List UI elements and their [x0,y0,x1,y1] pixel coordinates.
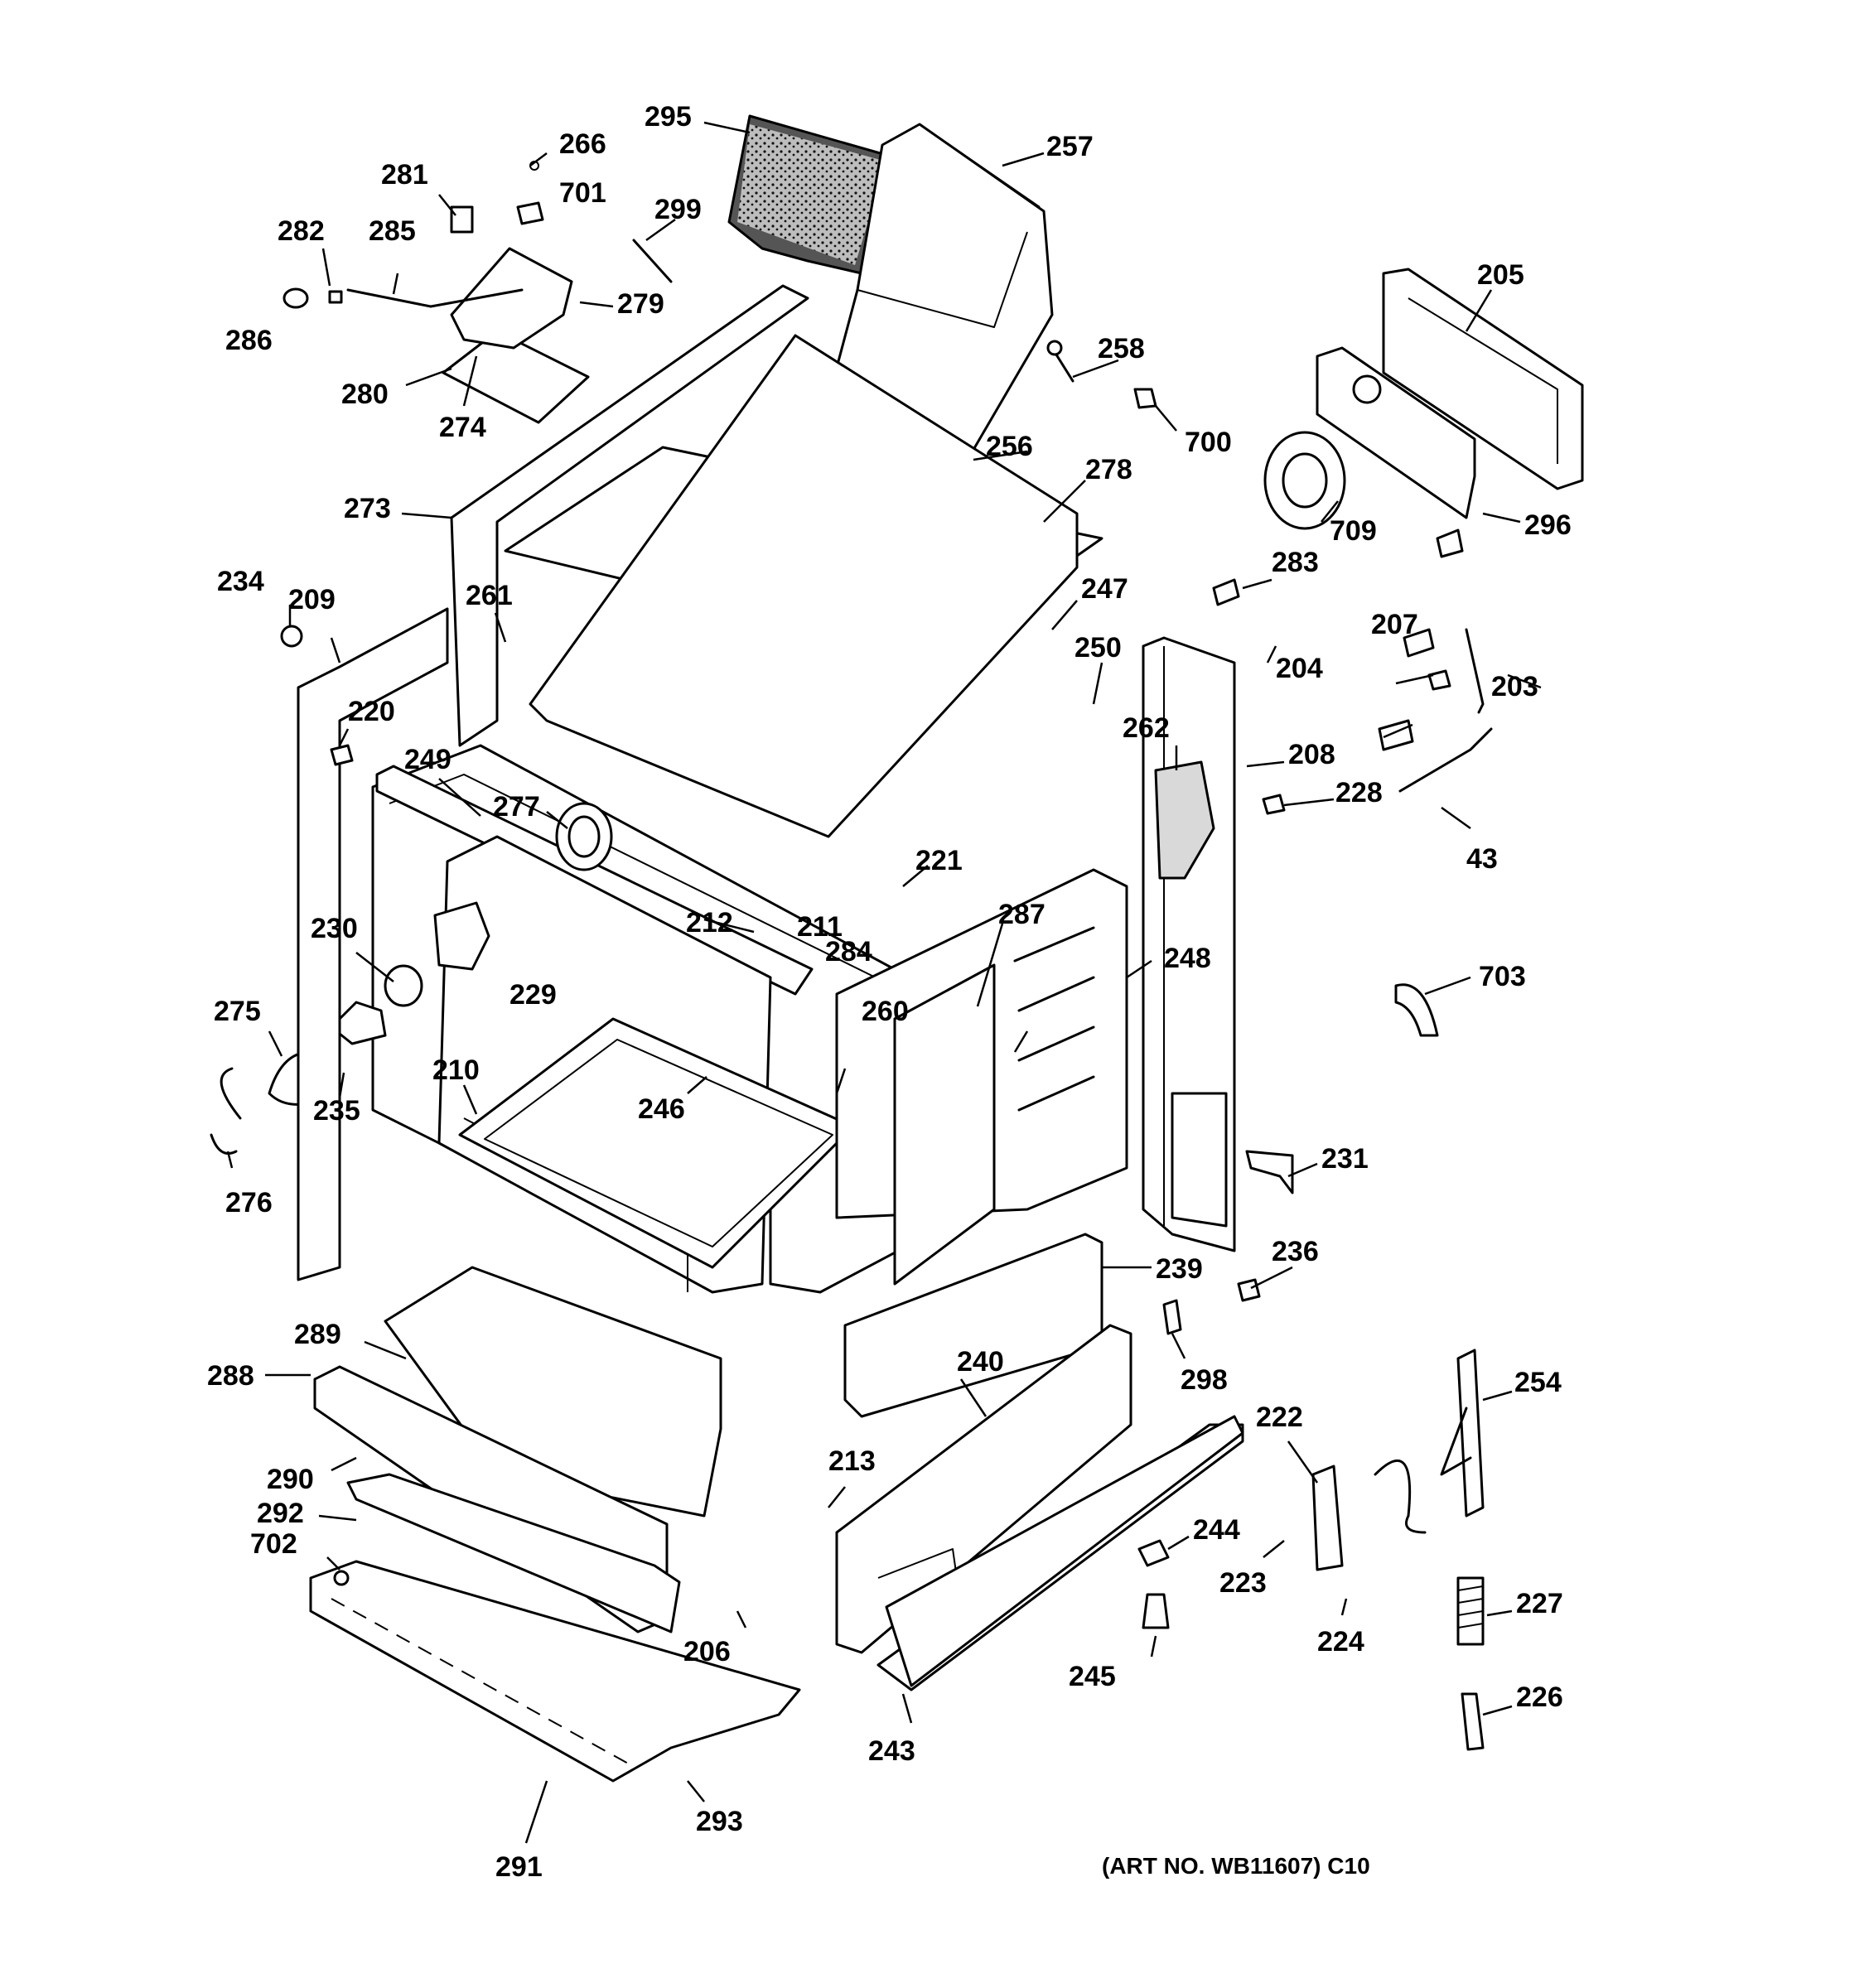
part-label: 230 [311,913,358,944]
part-label: 281 [381,159,428,191]
part-label: 289 [294,1319,341,1350]
part-label: 701 [559,177,606,209]
part-label: 296 [1524,509,1572,541]
part-label: 206 [683,1636,731,1667]
part-label: 280 [341,379,389,410]
part-label: 243 [868,1735,915,1767]
part-label: 247 [1081,573,1128,605]
part-label: 299 [654,194,702,225]
part-label: 224 [1317,1626,1364,1657]
part-label: 222 [1256,1402,1303,1433]
part-label: 277 [493,791,540,823]
part-label: 213 [828,1445,876,1477]
part-label: 245 [1069,1661,1116,1692]
part-label: 234 [217,566,264,597]
part-label: 284 [825,936,872,967]
part-label: 279 [617,288,664,320]
part-label: 229 [509,979,557,1011]
part-label: 295 [645,101,692,133]
broil-burner-assembly [282,161,673,424]
part-label: 223 [1219,1567,1267,1599]
rear-panels [1263,268,1584,530]
part-label: 274 [439,412,486,443]
part-label: 298 [1181,1364,1228,1396]
part-label: 288 [207,1360,254,1392]
part-label: 227 [1516,1588,1563,1619]
part-label: 293 [696,1806,743,1837]
part-label: 262 [1123,712,1170,744]
part-label: 212 [686,907,733,939]
part-label: 709 [1330,515,1377,547]
part-label: 257 [1046,131,1094,162]
part-label: 248 [1164,943,1211,974]
part-labels: 295 266 257 281 701 299 282 285 279 286 … [207,101,1572,1883]
part-label: 283 [1272,547,1319,578]
art-number-note: (ART NO. WB11607) C10 [1102,1853,1370,1879]
part-label: 240 [957,1346,1004,1378]
part-label: 291 [495,1851,543,1883]
part-label: 249 [404,744,452,775]
part-label: 244 [1193,1514,1240,1546]
part-label: 700 [1185,427,1232,458]
part-label: 226 [1516,1682,1563,1713]
part-label: 292 [257,1498,304,1529]
part-label: 282 [278,215,325,247]
part-label: 235 [313,1095,360,1127]
part-label: 208 [1288,739,1335,770]
part-label: 260 [862,996,909,1027]
part-label: 286 [225,325,273,356]
part-label: 203 [1491,671,1538,702]
part-label: 221 [915,845,963,876]
part-label: 205 [1477,259,1524,291]
part-label: 703 [1479,961,1526,992]
part-label: 285 [369,215,416,247]
part-label: 256 [986,431,1033,462]
part-label: 261 [466,580,513,611]
part-label: 266 [559,128,606,160]
part-label: 204 [1276,653,1323,684]
part-label: 220 [348,696,395,727]
part-label: 43 [1466,843,1498,875]
oven-cabinet [210,284,1493,1783]
part-label: 236 [1272,1236,1319,1267]
part-label: 290 [267,1464,314,1495]
part-label: 287 [998,899,1045,930]
part-label: 254 [1514,1367,1562,1398]
part-label: 211 [797,911,843,943]
part-label: 258 [1098,333,1145,364]
part-label: 228 [1335,777,1383,808]
part-label: 275 [214,996,261,1027]
part-label: 207 [1371,609,1418,640]
part-label: 210 [432,1054,480,1086]
part-label: 231 [1321,1143,1369,1175]
part-label: 246 [638,1093,685,1125]
part-label: 250 [1074,632,1122,663]
leader-lines [226,121,1542,1844]
part-label: 209 [288,584,336,615]
part-label: 278 [1085,454,1132,485]
part-label: 702 [250,1528,297,1560]
part-label: 276 [225,1187,273,1218]
part-label: 273 [344,493,391,524]
part-label: 239 [1156,1253,1203,1285]
